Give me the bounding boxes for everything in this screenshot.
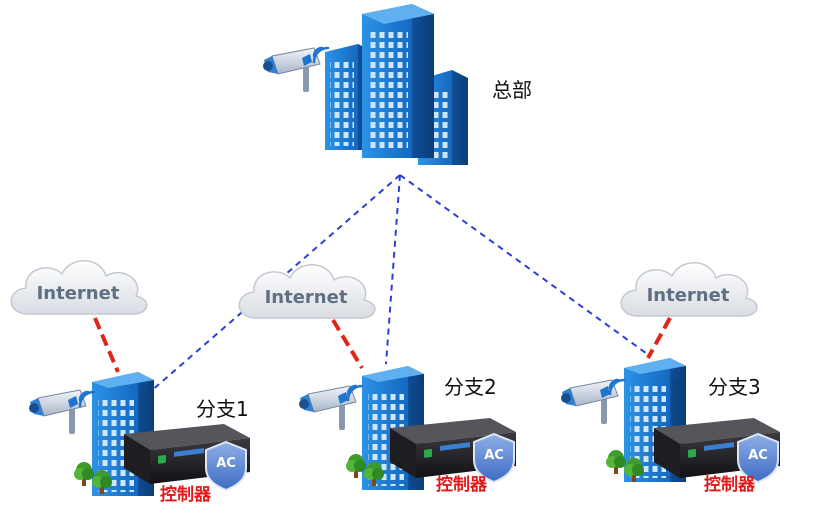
- internet-cloud-3: Internet: [620, 261, 758, 317]
- ac-badge: AC: [484, 448, 504, 463]
- headquarters-node: 总部: [262, 4, 532, 165]
- ac-badge: AC: [748, 448, 768, 463]
- ac-shield-icon: AC: [473, 433, 515, 483]
- branch-node-2: AC 分支2 控制器: [298, 366, 516, 495]
- controller-label: 控制器: [704, 474, 756, 495]
- vpn-link-branch2: [385, 174, 401, 365]
- cloud-label: Internet: [37, 283, 120, 304]
- ac-shield-icon: AC: [737, 433, 779, 483]
- branch-node-1: AC 分支1 控制器: [28, 372, 250, 505]
- branch-node-3: AC 分支3 控制器: [560, 358, 780, 495]
- vpn-links: [149, 174, 651, 393]
- tree-icon: [74, 462, 94, 486]
- internet-link-branch1: [93, 317, 120, 373]
- hq-camera-icon: [262, 47, 321, 93]
- cloud-label: Internet: [647, 285, 730, 306]
- ac-badge: AC: [216, 456, 236, 471]
- controller-label: 控制器: [436, 474, 488, 495]
- internet-cloud-1: Internet: [10, 259, 148, 315]
- controller-label: 控制器: [160, 484, 212, 505]
- vpn-link-branch3: [399, 174, 651, 357]
- camera-icon: [28, 389, 87, 435]
- internet-link-branch2: [331, 318, 364, 370]
- branch-label: 分支1: [196, 397, 249, 421]
- hq-label: 总部: [492, 78, 532, 102]
- internet-cloud-2: Internet: [238, 263, 376, 319]
- branch-label: 分支3: [708, 375, 761, 399]
- tree-icon: [606, 450, 626, 474]
- internet-link-branch3: [646, 317, 672, 359]
- internet-links: [93, 317, 672, 373]
- ac-shield-icon: AC: [205, 441, 247, 491]
- office-buildings-icon: [325, 4, 468, 165]
- cloud-label: Internet: [265, 287, 348, 308]
- branch-label: 分支2: [444, 375, 497, 399]
